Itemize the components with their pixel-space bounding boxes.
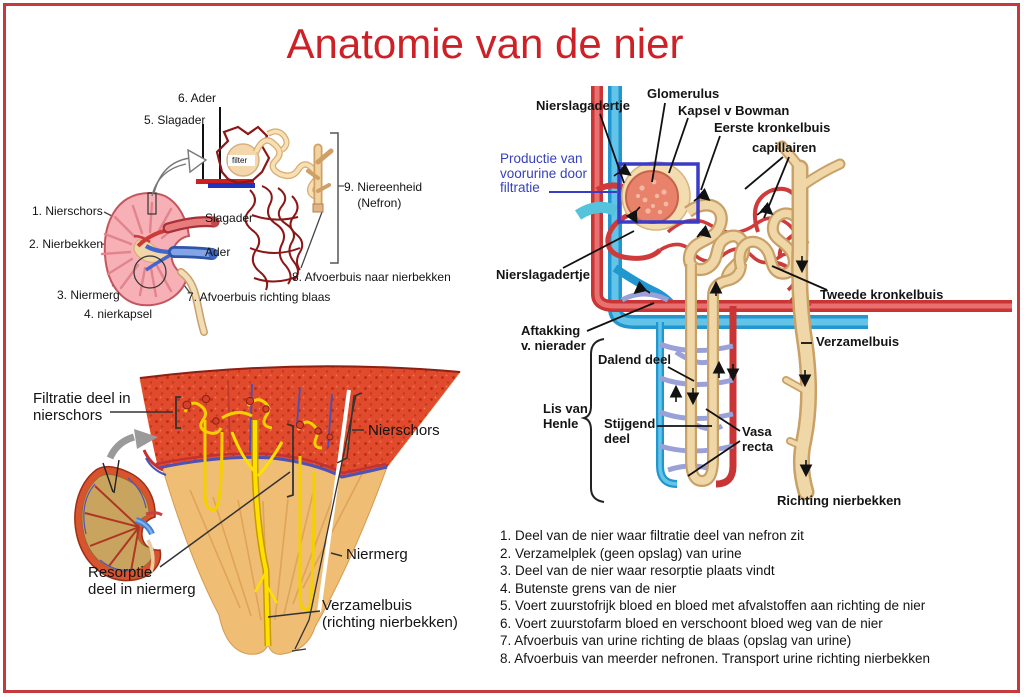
page-border: [3, 3, 1020, 693]
nephron-detail-drawing: [549, 86, 1012, 503]
pyramid-wedge-drawing: [110, 365, 461, 655]
legend-item: 6. Voert zuurstofarm bloed en verschoont…: [500, 615, 883, 631]
legend-item: 7. Afvoerbuis van urine richting de blaa…: [500, 633, 852, 648]
label-bowman-capsule: Kapsel v Bowman: [678, 103, 790, 118]
label-glomerulus: Glomerulus: [647, 86, 720, 101]
label-capillaries: capillairen: [752, 140, 817, 155]
legend-item: 2. Verzamelplek (geen opslag) van urine: [500, 545, 742, 561]
label-duct-pelvis-8: 8. Afvoerbuis naar nierbekken: [292, 270, 451, 284]
label-wedge-cortex: Nierschors: [368, 422, 440, 439]
label-artery-top: 5. Slagader: [144, 113, 206, 127]
page-title: Anatomie van de nier: [286, 20, 684, 67]
label-vein-mid: Ader: [205, 245, 231, 259]
kidney-overview-drawing: [100, 107, 323, 336]
label-preurine-production: Productie van voorurine door filtratie: [500, 151, 588, 195]
nephron-sketch: [196, 125, 344, 291]
label-arteriole-bottom: Nierslagadertje: [496, 267, 590, 282]
label-to-renal-pelvis: Richting nierbekken: [777, 493, 902, 508]
magnify-arrow-icon: [106, 429, 158, 460]
label-filtration-area: Filtratie deel in nierschors: [33, 390, 131, 424]
label-vasa-recta: Vasa recta: [742, 424, 774, 454]
label-cortex-1: 1. Nierschors: [32, 204, 103, 218]
zoom-arrow-icon: [151, 148, 208, 197]
label-medulla-3: 3. Niermerg: [57, 288, 120, 302]
legend-item: 5. Voert zuurstofrijk bloed en bloed met…: [500, 598, 926, 613]
label-vein-branch: Aftakking v. nierader: [521, 323, 586, 353]
label-resorption-area: Resorptie deel in niermerg: [88, 564, 196, 598]
label-wedge-medulla: Niermerg: [346, 546, 408, 563]
henle-brace: [580, 338, 605, 503]
legend-item: 4. Butenste grens van de nier: [500, 580, 677, 596]
label-nephron-unit-9: 9. Niereenheid (Nefron): [344, 180, 423, 211]
label-collecting-duct: Verzamelbuis: [816, 334, 900, 349]
label-artery-mid: Slagader: [205, 211, 254, 225]
label-pelvis-2: 2. Nierbekken: [29, 237, 104, 251]
legend-item: 8. Afvoerbuis van meerder nefronen. Tran…: [500, 650, 930, 666]
label-descending-limb: Dalend deel: [598, 352, 671, 367]
label-second-tubule: Tweede kronkelbuis: [820, 287, 944, 302]
label-filter: filter: [232, 156, 248, 165]
label-duct-bladder-7: 7. Afvoerbuis richting blaas: [187, 290, 331, 304]
label-arteriole-top: Nierslagadertje: [536, 98, 630, 113]
legend-item: 1. Deel van de nier waar filtratie deel …: [500, 528, 804, 543]
label-capsule-4: 4. nierkapsel: [84, 307, 153, 321]
label-first-tubule: Eerste kronkelbuis: [714, 120, 831, 135]
legend-item: 3. Deel van de nier waar resorptie plaat…: [500, 563, 775, 578]
label-ascending-limb: Stijgend deel: [604, 416, 656, 446]
label-loop-of-henle: Lis van Henle: [543, 401, 588, 431]
label-vein-top: 6. Ader: [178, 91, 217, 105]
label-wedge-collecting: Verzamelbuis (richting nierbekken): [322, 597, 458, 631]
legend-list: 1. Deel van de nier waar filtratie deel …: [500, 527, 1005, 667]
kidney-inset-drawing: [74, 429, 163, 582]
